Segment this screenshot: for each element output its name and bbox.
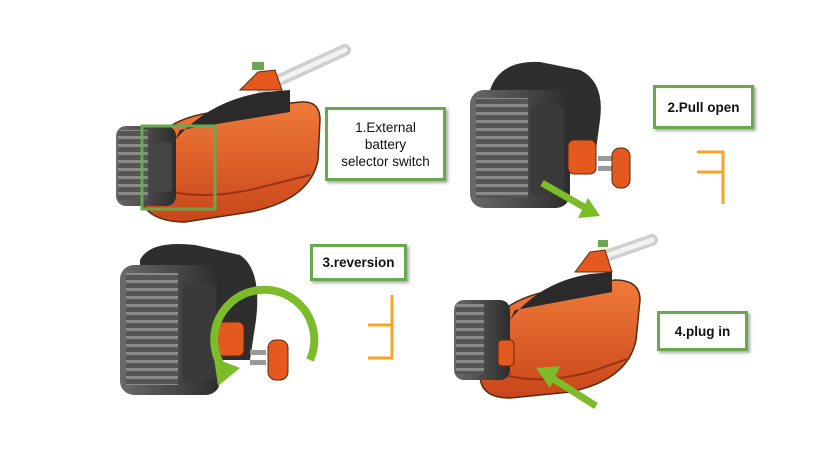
selector-switch-highlight-box bbox=[140, 124, 217, 211]
connector-bracket-icon bbox=[368, 295, 394, 360]
step4-label: 4.plug in bbox=[657, 311, 748, 351]
step3-label: 3.reversion bbox=[310, 244, 407, 281]
connector-bracket-icon bbox=[697, 150, 725, 204]
step1-text: 1.External battery selector switch bbox=[341, 119, 430, 169]
trimmer-step1-illustration bbox=[116, 44, 351, 223]
step2-label: 2.Pull open bbox=[653, 85, 754, 129]
step4-text: 4.plug in bbox=[674, 323, 731, 339]
battery-step2-illustration bbox=[470, 61, 631, 208]
trimmer-step4-illustration bbox=[454, 234, 658, 399]
step3-text: 3.reversion bbox=[322, 255, 395, 270]
step2-text: 2.Pull open bbox=[667, 99, 740, 115]
battery-step3-illustration bbox=[120, 244, 289, 395]
pull-arrow bbox=[540, 179, 600, 218]
step1-label: 1.External battery selector switch bbox=[325, 107, 446, 181]
plug-in-arrow bbox=[536, 366, 598, 409]
rotate-arrow-icon bbox=[210, 285, 319, 386]
